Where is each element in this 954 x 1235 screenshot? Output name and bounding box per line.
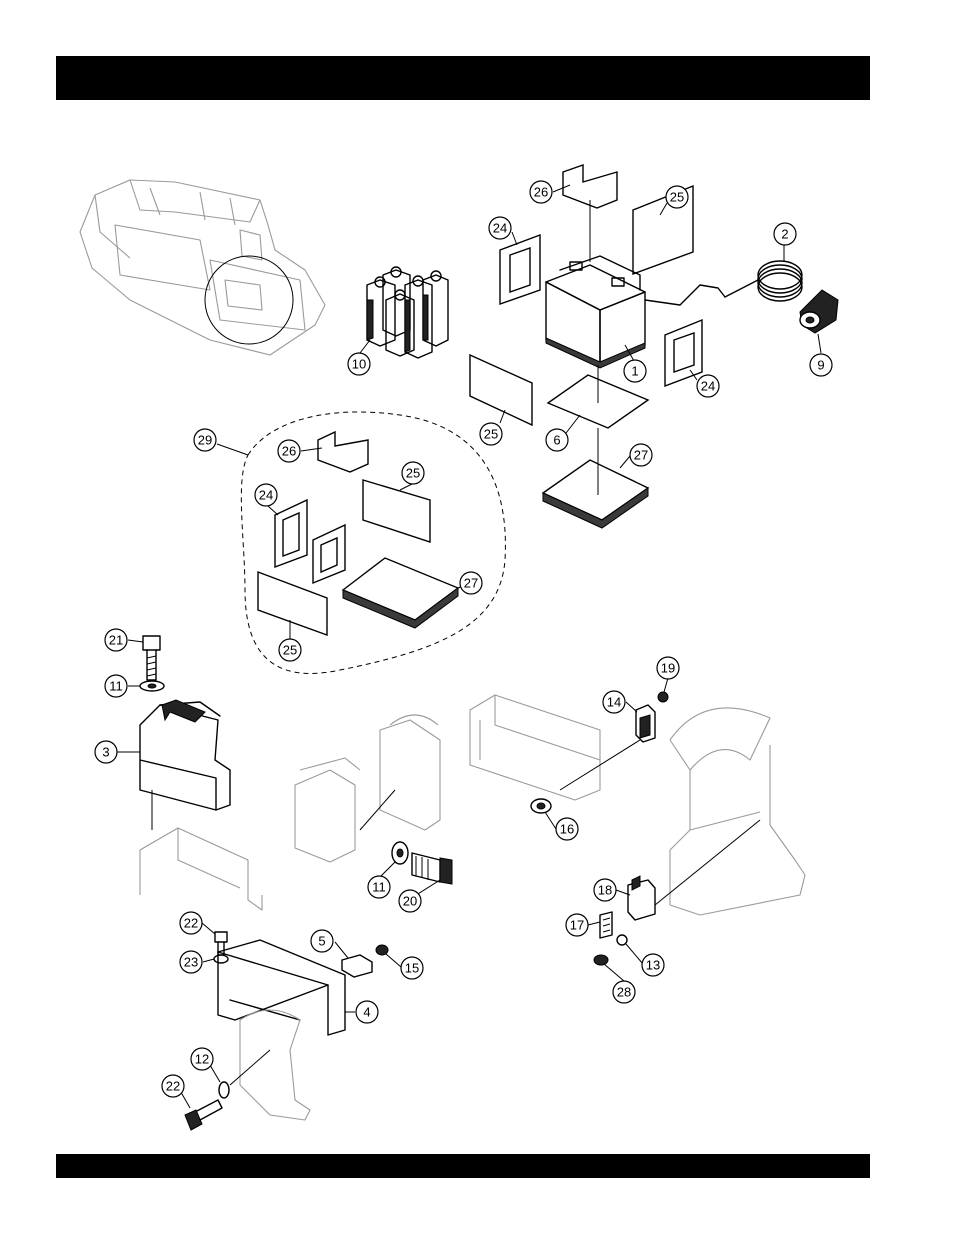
callout-label: 11: [372, 880, 386, 895]
machine-overview: [80, 180, 325, 355]
callout-label: 29: [198, 433, 212, 448]
callout: 24: [697, 375, 719, 397]
callout: 27: [460, 572, 482, 594]
callout: 9: [810, 354, 832, 376]
leader-lines: [117, 185, 821, 1108]
callout-label: 15: [405, 961, 419, 976]
callout: 25: [480, 423, 502, 445]
callout: 19: [657, 657, 679, 679]
callout: 28: [613, 981, 635, 1003]
callout-label: 22: [184, 916, 198, 931]
callout-label: 10: [352, 357, 366, 372]
callout: 20: [399, 890, 421, 912]
callout: 15: [401, 957, 423, 979]
callout: 6: [546, 429, 568, 451]
callout: 2: [774, 223, 796, 245]
callout-label: 24: [493, 221, 507, 236]
callout-label: 23: [184, 955, 198, 970]
callout: 11: [368, 876, 390, 898]
callout-label: 4: [363, 1005, 370, 1020]
callout: 29: [194, 429, 216, 451]
callout-label: 27: [464, 576, 478, 591]
callout: 21: [105, 629, 127, 651]
callout: 4: [356, 1001, 378, 1023]
callout: 16: [556, 818, 578, 840]
callout: 3: [95, 741, 117, 763]
callout: 22: [180, 912, 202, 934]
callout: 24: [255, 484, 277, 506]
callout: 11: [105, 675, 127, 697]
callout-label: 3: [102, 745, 109, 760]
callout: 14: [603, 691, 625, 713]
callout-label: 28: [617, 985, 631, 1000]
callout-label: 26: [534, 185, 548, 200]
callout-label: 16: [560, 822, 574, 837]
callout: 17: [566, 914, 588, 936]
callout: 27: [630, 444, 652, 466]
callout-label: 25: [283, 643, 297, 658]
callout-label: 12: [195, 1052, 209, 1067]
callout-label: 18: [598, 883, 612, 898]
callout-label: 19: [661, 661, 675, 676]
right-top-bracket: [470, 692, 668, 813]
callout: 26: [278, 440, 300, 462]
pad-25-front: [470, 355, 532, 425]
callout-label: 2: [781, 227, 788, 242]
callout: 22: [162, 1075, 184, 1097]
cable-and-knob: [645, 261, 838, 333]
callout-label: 25: [484, 427, 498, 442]
callout-label: 17: [570, 918, 584, 933]
callout-label: 27: [634, 448, 648, 463]
cover-bracket: [140, 636, 262, 910]
right-bottom-bracket: [594, 708, 805, 965]
callout-label: 21: [109, 633, 123, 648]
battery-caps: [367, 267, 448, 358]
callout: 18: [594, 879, 616, 901]
callout-label: 6: [553, 433, 560, 448]
callout-label: 25: [670, 190, 684, 205]
pad-27: [543, 460, 648, 520]
callout-label: 1: [631, 364, 638, 379]
callout-label: 9: [817, 358, 824, 373]
callout-label: 22: [166, 1079, 180, 1094]
callout-label: 14: [607, 695, 621, 710]
callout: 5: [311, 930, 333, 952]
bottom-left-bracket: [185, 932, 388, 1130]
callout-label: 5: [318, 934, 325, 949]
middle-bracket: [295, 715, 452, 884]
callout: 10: [348, 353, 370, 375]
callout-label: 24: [701, 379, 715, 394]
callout: 23: [180, 951, 202, 973]
callout-label: 24: [259, 488, 273, 503]
callout-label: 26: [282, 444, 296, 459]
callout: 12: [191, 1048, 213, 1070]
callout: 24: [489, 217, 511, 239]
callout: 13: [642, 954, 664, 976]
callout-label: 25: [406, 466, 420, 481]
callout: 25: [402, 462, 424, 484]
callout-label: 11: [109, 679, 123, 694]
callout: 25: [279, 639, 301, 661]
callout-label: 20: [403, 894, 417, 909]
callout-label: 13: [646, 958, 660, 973]
callout: 25: [666, 186, 688, 208]
callout: 26: [530, 181, 552, 203]
callout: 1: [624, 360, 646, 382]
